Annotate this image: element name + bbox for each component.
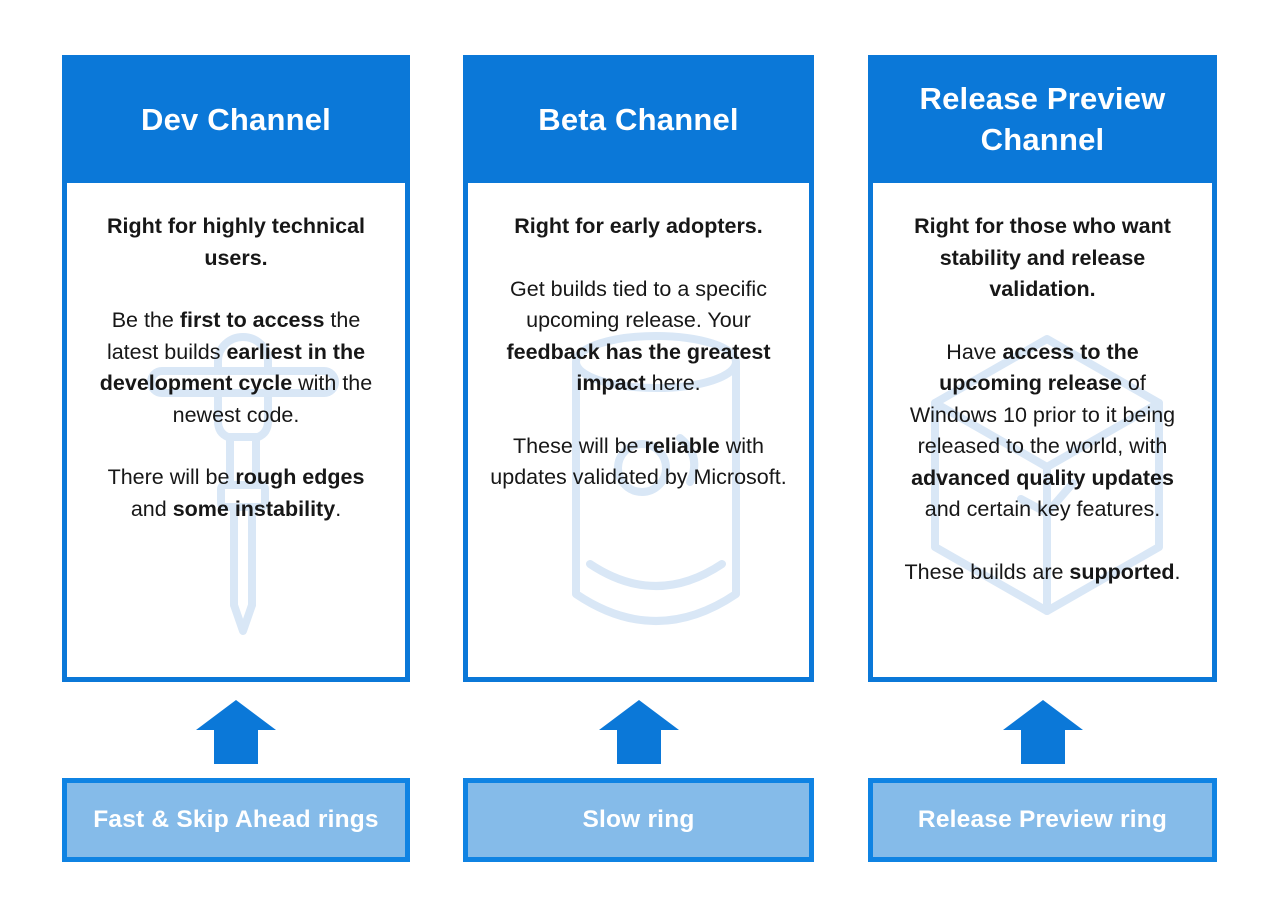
channel-title: Dev Channel bbox=[141, 101, 331, 137]
channel-header: Beta Channel bbox=[463, 55, 814, 183]
channel-column-dev: Dev Channel Right for highly technical u… bbox=[62, 0, 410, 922]
channel-paragraph: Get builds tied to a specific upcoming r… bbox=[506, 276, 771, 396]
channel-column-beta: Beta Channel Right for early adopters. G… bbox=[463, 0, 814, 922]
channel-description: Right for early adopters. Get builds tie… bbox=[468, 183, 809, 494]
channel-lead-text: Right for highly technical users. bbox=[106, 214, 365, 270]
channel-paragraph: These will be reliable with updates vali… bbox=[490, 433, 787, 490]
channel-paragraph: Have access to the upcoming release of W… bbox=[909, 339, 1176, 522]
channel-paragraph: These builds are supported. bbox=[904, 559, 1181, 584]
cube-icon bbox=[931, 335, 1163, 615]
channel-body: Right for early adopters. Get builds tie… bbox=[463, 183, 814, 682]
channel-description: Right for those who want stability and r… bbox=[873, 183, 1212, 588]
channel-body: Right for those who want stability and r… bbox=[868, 183, 1217, 682]
up-arrow-icon bbox=[598, 700, 679, 764]
ring-box: Release Preview ring bbox=[868, 778, 1217, 862]
channel-description: Right for highly technical users. Be the… bbox=[67, 183, 405, 525]
channel-header: Dev Channel bbox=[62, 55, 410, 183]
channel-lead-text: Right for early adopters. bbox=[514, 214, 763, 238]
channel-title: Beta Channel bbox=[538, 101, 739, 137]
up-arrow-icon bbox=[196, 700, 276, 764]
channel-body: Right for highly technical users. Be the… bbox=[62, 183, 410, 682]
ring-label: Release Preview ring bbox=[917, 806, 1168, 833]
channel-column-release-preview: Release Preview Channel Right for those … bbox=[868, 0, 1217, 922]
ring-box: Fast & Skip Ahead rings bbox=[62, 778, 410, 862]
ring-label: Slow ring bbox=[582, 806, 695, 833]
ring-box: Slow ring bbox=[463, 778, 814, 862]
beaker-icon bbox=[572, 332, 740, 625]
channel-paragraph: There will be rough edges and some insta… bbox=[107, 465, 365, 521]
jackhammer-icon bbox=[147, 333, 339, 635]
ring-label: Fast & Skip Ahead rings bbox=[93, 806, 379, 833]
up-arrow-icon bbox=[1002, 700, 1083, 764]
channel-paragraph: Be the first to access the latest builds… bbox=[99, 308, 373, 427]
channel-header: Release Preview Channel bbox=[868, 55, 1217, 183]
channel-lead-text: Right for those who want stability and r… bbox=[914, 214, 1171, 301]
channel-title: Release Preview Channel bbox=[919, 81, 1166, 157]
